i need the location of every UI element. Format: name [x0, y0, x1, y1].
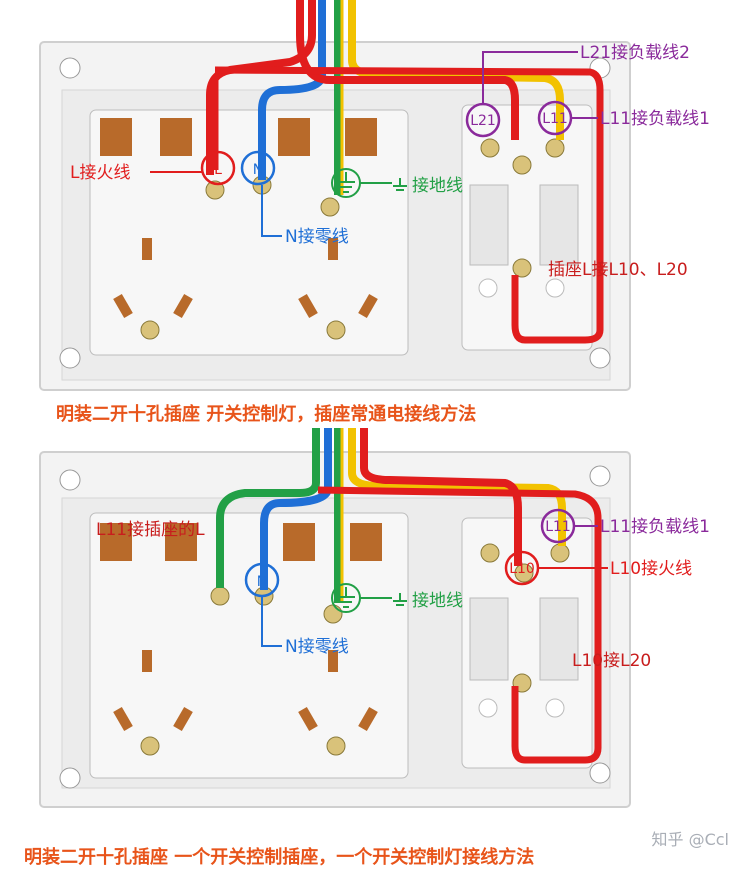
screw — [210, 586, 230, 606]
copper-terminal — [345, 118, 377, 156]
mount-hole — [59, 469, 81, 491]
caption-1: 明装二开十孔插座 开关控制灯，插座常通电接线方法 — [56, 404, 477, 425]
socket-hole — [113, 706, 133, 732]
copper-terminal — [160, 118, 192, 156]
mount-hole — [59, 57, 81, 79]
switch-hole — [478, 698, 498, 718]
switch-rocker-2 — [539, 184, 579, 266]
screw — [320, 197, 340, 217]
caption-2: 明装二开十孔插座 一个开关控制插座，一个开关控制灯接线方法 — [24, 847, 535, 868]
copper-terminal — [100, 523, 132, 561]
screw — [512, 155, 532, 175]
socket-hole — [173, 293, 193, 319]
l-live-label: L接火线 — [70, 163, 130, 183]
l-terminal-marker — [200, 150, 236, 186]
socket-hole — [142, 238, 152, 260]
n-terminal-marker — [240, 150, 276, 186]
copper-terminal — [278, 118, 310, 156]
copper-terminal — [350, 523, 382, 561]
diagram-panel-1: L N L21 L11 接地线 L接火线 N接零线 L21接负载线2 L11接负 — [0, 0, 745, 400]
screw — [140, 736, 160, 756]
ground-label: 接地线 — [412, 176, 463, 196]
n-leader — [261, 185, 282, 237]
mount-hole — [59, 767, 81, 789]
l11-terminal-text: L11 — [542, 111, 568, 127]
screw — [480, 138, 500, 158]
l-terminal-text: L — [214, 162, 222, 178]
socket-hole — [298, 706, 318, 732]
l11-wire-green — [216, 428, 320, 588]
socket-hole — [142, 650, 152, 672]
switch-hole — [545, 698, 565, 718]
switch-rocker-1 — [469, 184, 509, 266]
copper-terminal — [165, 523, 197, 561]
mount-hole — [589, 465, 611, 487]
l11-socket-label: L11接插座的L — [96, 520, 205, 540]
socket-hole — [328, 238, 338, 260]
socket-hole — [173, 706, 193, 732]
screw — [205, 180, 225, 200]
n-terminal-text: N — [257, 574, 267, 590]
copper-terminal — [100, 118, 132, 156]
switch-hole — [545, 278, 565, 298]
l10-terminal-text: L10 — [509, 561, 535, 577]
socket-hole — [328, 650, 338, 672]
screw — [480, 543, 500, 563]
load-wire-yellow — [348, 428, 566, 546]
socket-body — [89, 512, 409, 779]
screw — [545, 138, 565, 158]
load-wire-red — [296, 0, 519, 140]
n-neutral-label: N接零线 — [285, 637, 349, 657]
screw — [326, 320, 346, 340]
socket-diagram-1: L N L21 L11 接地线 L接火线 N接零线 L21接负载线2 L11接负 — [39, 0, 710, 391]
screw — [140, 320, 160, 340]
l21-load-label: L21接负载线2 — [580, 43, 690, 63]
ground-label-icon — [393, 593, 407, 606]
switch-rocker-1 — [469, 597, 509, 681]
n-neutral-label: N接零线 — [285, 227, 349, 247]
l21-terminal-text: L21 — [470, 113, 496, 129]
screw — [326, 736, 346, 756]
switch-hole — [478, 278, 498, 298]
screw — [512, 258, 532, 278]
socket-hole — [358, 293, 378, 319]
l11-load-label: L11接负载线1 — [600, 517, 710, 537]
ground-label: 接地线 — [412, 591, 463, 611]
live-wire-red — [360, 428, 522, 566]
socket-hole — [358, 706, 378, 732]
l11-load-label: L11接负载线1 — [600, 109, 710, 129]
socket-l-label: 插座L接L10、L20 — [548, 260, 688, 280]
screw — [550, 543, 570, 563]
mount-hole — [59, 347, 81, 369]
l10-l20-label: L10接L20 — [572, 651, 651, 671]
l10-live-label: L10接火线 — [610, 559, 692, 579]
mount-hole — [589, 762, 611, 784]
mount-hole — [589, 347, 611, 369]
socket-hole — [113, 293, 133, 319]
switch-rocker-2 — [539, 597, 579, 681]
ground-symbol-icon — [331, 168, 361, 198]
copper-terminal — [283, 523, 315, 561]
socket-diagram-2: N L11 L10 接地线 L11接插座的L N接零线 L11接负载线1 L10… — [39, 428, 710, 808]
n-terminal-text: N — [253, 162, 263, 178]
screw — [323, 604, 343, 624]
loop-wire-red — [211, 66, 604, 344]
live-wire-red — [206, 0, 316, 175]
socket-hole — [298, 293, 318, 319]
n-leader — [261, 596, 282, 647]
diagram-panel-2: N L11 L10 接地线 L11接插座的L N接零线 L11接负载线1 L10… — [0, 428, 745, 828]
loop-wire-red — [317, 486, 602, 764]
l11-terminal-text: L11 — [545, 519, 571, 535]
screw — [514, 563, 534, 583]
ground-label-icon — [393, 178, 407, 191]
watermark: 知乎 @Ccl — [651, 830, 729, 849]
l21-leader — [482, 51, 578, 104]
